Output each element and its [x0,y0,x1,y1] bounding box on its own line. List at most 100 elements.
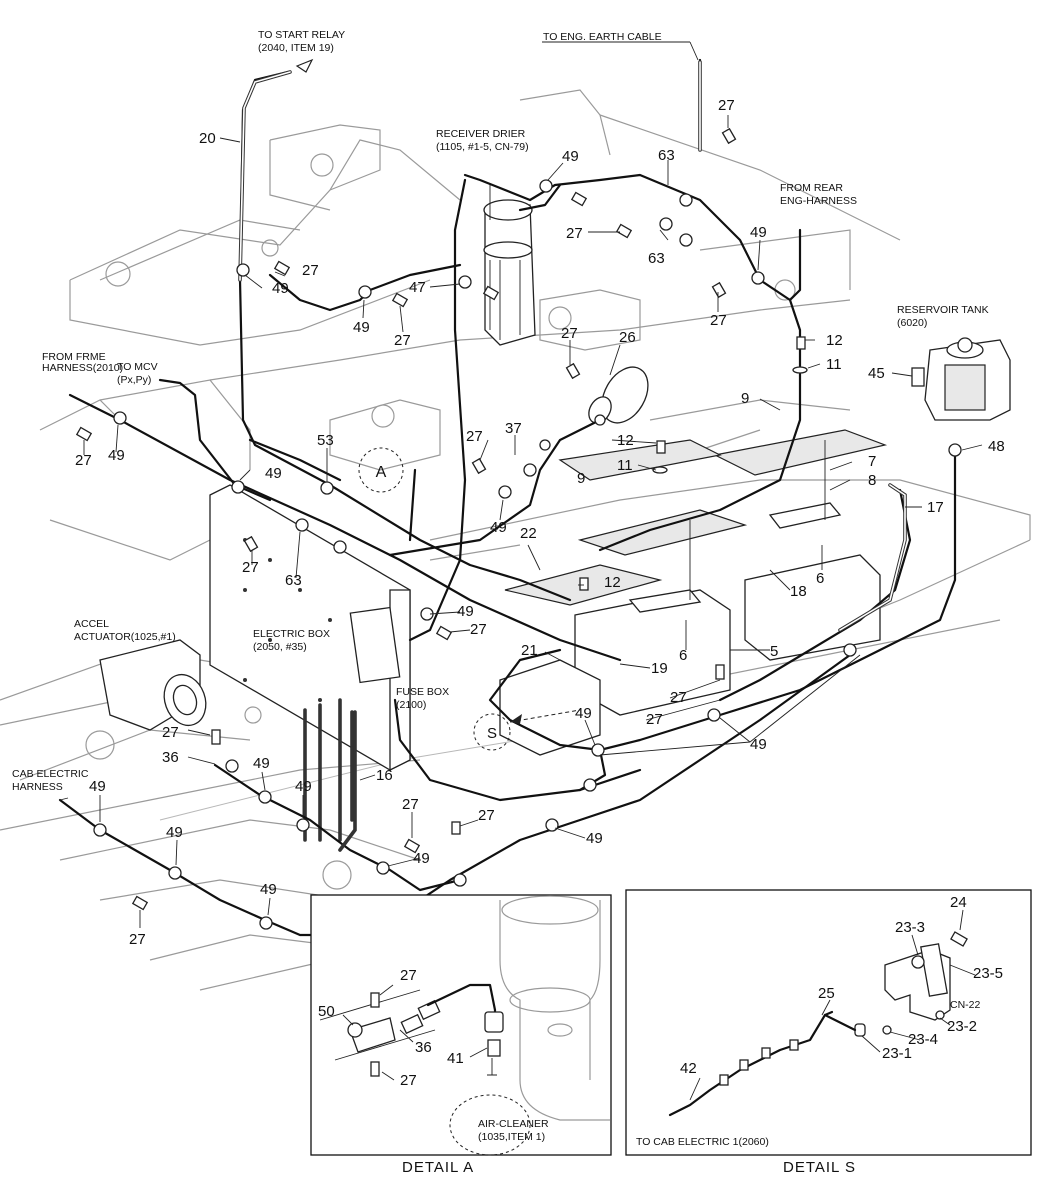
callout: 48 [988,438,1005,455]
label-accel-actuator-1: ACCEL [74,618,109,630]
callout: 27 [400,967,417,984]
label-electric-box-2: (2050, #35) [253,641,307,653]
callout: 49 [108,447,125,464]
detail-a-panel: 27 50 36 41 27 AIR-CLEANER (1035,ITEM 1) [310,894,612,1156]
label-from-rear-1: FROM REAR [780,182,843,194]
callout: 27 [718,97,735,114]
callout: 27 [561,325,578,342]
label-from-frme-1: FROM FRME [42,351,106,363]
label-to-start-relay-1: TO START RELAY [258,29,345,41]
label-electric-box-1: ELECTRIC BOX [253,628,330,640]
callout: 27 [75,452,92,469]
detail-s-title: DETAIL S [783,1159,856,1176]
battery-assembly [499,429,888,756]
callout: 49 [272,280,289,297]
callout: 36 [415,1039,432,1056]
label-fuse-box-1: FUSE BOX [396,686,449,698]
callout: 49 [413,850,430,867]
frame-hole [310,153,334,177]
floor-hole [322,860,352,890]
detail-s-frame [625,889,1032,1156]
clamp-and-bolt-hardware [75,127,962,930]
callout: 53 [317,432,334,449]
floor-hole [85,730,115,760]
detail-a-pointer-letter: A [376,464,387,481]
callout-numbers: 20 27 63 49 27 63 49 27 49 27 47 49 27 2… [75,97,1005,948]
callout: 27 [162,724,179,741]
frame-hole [371,404,395,428]
callout: 25 [818,985,835,1002]
callout: 49 [353,319,370,336]
callout: 18 [790,583,807,600]
callout: 47 [409,279,426,296]
label-to-start-relay-2: (2040, ITEM 19) [258,42,334,54]
callout: 7 [868,453,876,470]
callout: 49 [295,778,312,795]
label-air-cleaner-2: (1035,ITEM 1) [478,1131,545,1143]
label-cab-electric-2: HARNESS [12,781,63,793]
label-air-cleaner-1: AIR-CLEANER [478,1118,549,1130]
callout: 24 [950,894,967,911]
callout: 49 [260,881,277,898]
callout: 23-2 [947,1018,977,1035]
callout: 27 [470,621,487,638]
callout: 6 [679,647,687,664]
callout: 26 [619,329,636,346]
label-to-mcv-2: (Px,Py) [117,374,151,386]
label-to-eng-earth: TO ENG. EARTH CABLE [543,31,662,43]
callout: 63 [658,147,675,164]
callout: 11 [617,457,633,474]
callout: 49 [490,519,507,536]
callout: 36 [162,749,179,766]
callout: 49 [562,148,579,165]
reservoir-tank [924,337,1011,421]
callout: 27 [466,428,483,445]
label-accel-actuator-2: ACTUATOR(1025,#1) [74,631,176,643]
callout: 45 [868,365,885,382]
callout: 21 [521,642,538,659]
callout: 5 [770,643,778,660]
callout: 8 [868,472,876,489]
callout: 27 [400,1072,417,1089]
label-from-rear-2: ENG-HARNESS [780,195,857,207]
callout: 27 [302,262,319,279]
callout: 27 [402,796,419,813]
callout: 6 [816,570,824,587]
label-fuse-box-2: (2100) [396,699,426,711]
detail-a-frame [310,894,612,1156]
callout: 19 [651,660,668,677]
reference-labels: TO START RELAY (2040, ITEM 19) TO ENG. E… [12,29,989,793]
callout: 49 [166,824,183,841]
callout: 23-5 [973,965,1003,982]
arrow-to-start-relay [295,58,314,73]
detail-a-pointer-circle [358,447,404,493]
callout: 41 [447,1050,464,1067]
frame-hole [548,306,572,330]
label-cab-electric-1: CAB ELECTRIC [12,768,89,780]
callout: 27 [670,689,687,706]
fuse-box-body [349,606,401,684]
detail-a-title: DETAIL A [402,1159,474,1176]
callout: 49 [586,830,603,847]
callout: 63 [648,250,665,267]
callout: 9 [741,390,749,407]
start-relay-cable [238,70,292,282]
callout: 50 [318,1003,335,1020]
callout: 23-3 [895,919,925,936]
detail-s-panel: 24 23-3 23-5 CN-22 25 23-2 23-4 23-1 42 … [625,889,1032,1156]
callout: 49 [575,705,592,722]
accel-actuator [99,639,207,731]
callout: 22 [520,525,537,542]
horn-unit [588,366,649,424]
detail-s-pointer-letter: S [487,725,497,742]
callout: 17 [927,499,944,516]
receiver-drier [483,199,536,346]
callout: 12 [604,574,621,591]
label-receiver-drier-1: RECEIVER DRIER [436,128,526,140]
leader-lines [59,41,983,928]
label-receiver-drier-2: (1105, #1-5, CN-79) [436,141,529,153]
callout: 63 [285,572,302,589]
callout: 27 [566,225,583,242]
callout: 11 [826,356,842,373]
